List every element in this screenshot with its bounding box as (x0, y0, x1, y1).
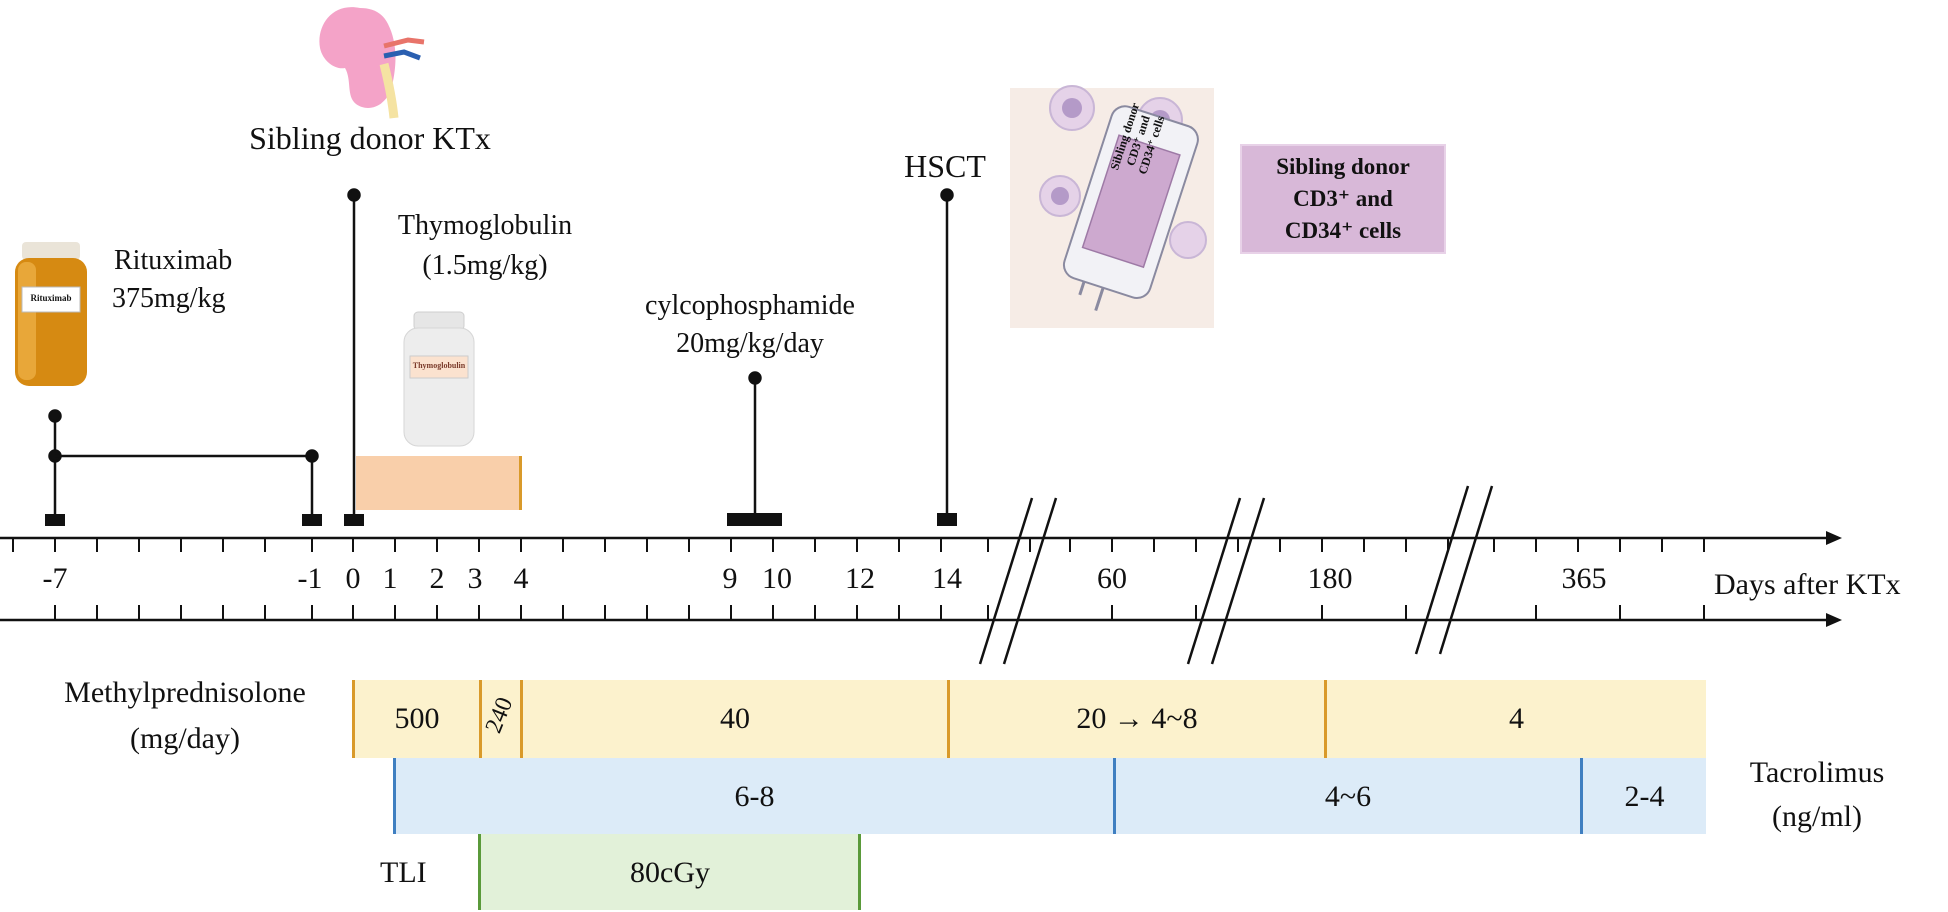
cell-illustration (1010, 85, 1214, 328)
tick-label: 10 (762, 562, 792, 595)
rituximab-bottle-label: Rituximab (30, 293, 72, 303)
axis-title: Days after KTx (1714, 568, 1901, 601)
upper-axis-arrow (1826, 531, 1842, 545)
tick-label: 365 (1561, 562, 1607, 595)
rituximab-marker (45, 409, 322, 526)
tick-label: 9 (722, 562, 738, 595)
rituximab-dose: 375mg/kg (112, 283, 226, 314)
mp-segment-value: 500 (394, 702, 440, 735)
rituximab-name: Rituximab (114, 245, 233, 276)
tacrolimus-band (396, 758, 1706, 834)
axis-break-marks (978, 485, 1494, 665)
tick-label: 4 (513, 562, 529, 595)
mp-divider (352, 680, 355, 758)
thymoglobulin-bar-end (519, 456, 522, 510)
tacrolimus-divider (1113, 758, 1116, 834)
tacrolimus-label-line2: (ng/ml) (1772, 800, 1862, 833)
tick-label: 180 (1307, 562, 1353, 595)
mp-divider (1324, 680, 1327, 758)
tacrolimus-divider (1580, 758, 1583, 834)
tick-label: 1 (382, 562, 398, 595)
tli-dose: 80cGy (630, 856, 710, 889)
thymoglobulin-dose: (1.5mg/kg) (422, 250, 548, 281)
mp-segment-value: 4 (1509, 702, 1524, 735)
tick-label: 0 (345, 562, 361, 595)
hsct-label: HSCT (904, 148, 986, 184)
tick-label: -7 (42, 562, 68, 595)
hsct-marker (937, 188, 957, 526)
rituximab-bottle-icon (15, 242, 87, 386)
methylprednisolone-band (354, 680, 1706, 758)
tick-label: 14 (932, 562, 962, 595)
donor-box-line3: CD34⁺ cells (1284, 218, 1402, 243)
mp-divider (947, 680, 950, 758)
mp-segment-value: 20 → 4~8 (1076, 702, 1198, 735)
methylprednisolone-label-line2: (mg/day) (130, 722, 240, 755)
thymoglobulin-bottle-label: Thymoglobulin (412, 361, 466, 370)
tacrolimus-segment-value: 4~6 (1324, 780, 1372, 813)
tli-band-end (858, 834, 861, 910)
thymoglobulin-bottle-icon (403, 311, 475, 447)
tli-band (480, 834, 860, 910)
thymoglobulin-bar (356, 456, 521, 510)
ktx-label: Sibling donor KTx (249, 120, 491, 156)
donor-box-line2: CD3⁺ and (1293, 186, 1393, 211)
tick-label: 12 (845, 562, 875, 595)
tacrolimus-divider (393, 758, 396, 834)
cyclophosphamide-name: cylcophosphamide (645, 290, 855, 321)
tick-label: 3 (467, 562, 483, 595)
mp-segment-value: 40 (720, 702, 750, 735)
tacrolimus-segment-value: 6-8 (734, 780, 775, 813)
tick-label: 2 (429, 562, 445, 595)
tick-label: -1 (297, 562, 323, 595)
mp-divider (479, 680, 482, 758)
tli-label: TLI (380, 856, 427, 889)
cyclophosphamide-dose: 20mg/kg/day (676, 328, 824, 359)
thymoglobulin-name: Thymoglobulin (397, 210, 573, 241)
donor-box-line1: Sibling donor (1276, 154, 1410, 179)
mp-divider (520, 680, 523, 758)
tacrolimus-label-line1: Tacrolimus (1749, 756, 1885, 789)
tacrolimus-segment-value: 2-4 (1624, 780, 1665, 813)
ktx-marker (344, 188, 364, 526)
donor-cells-box: Sibling donor CD3⁺ and CD34⁺ cells (1240, 144, 1446, 254)
tick-label: 60 (1097, 562, 1127, 595)
kidney-icon (319, 7, 425, 119)
methylprednisolone-label-line1: Methylprednisolone (64, 676, 306, 709)
lower-ticks (54, 605, 1705, 620)
tli-band-start (478, 834, 481, 910)
cyclophosphamide-marker (727, 371, 782, 526)
lower-axis-arrow (1826, 613, 1842, 627)
